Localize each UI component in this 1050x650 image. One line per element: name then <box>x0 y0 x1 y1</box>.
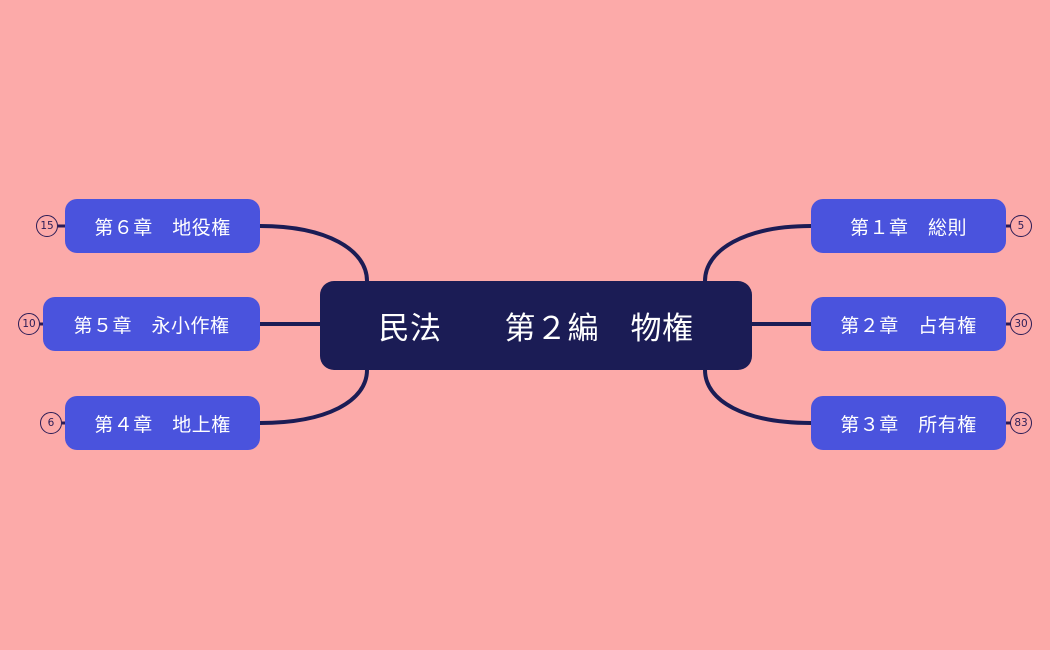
edge-central-to-right1 <box>703 224 813 283</box>
edge-central-to-left1 <box>258 224 369 283</box>
child-count-badge-left-3[interactable]: 6 <box>40 412 62 434</box>
child-count-badge-right-3[interactable]: 83 <box>1010 412 1032 434</box>
central-node[interactable]: 民法 第２編 物権 <box>320 281 752 370</box>
child-count-badge-right-2[interactable]: 30 <box>1010 313 1032 335</box>
branch-node-right-2[interactable]: 第２章 占有権 <box>811 297 1006 351</box>
branch-node-right-3[interactable]: 第３章 所有権 <box>811 396 1006 450</box>
edge-central-to-right3 <box>703 368 813 425</box>
child-count-badge-right-1[interactable]: 5 <box>1010 215 1032 237</box>
branch-node-right-1[interactable]: 第１章 総則 <box>811 199 1006 253</box>
branch-node-left-1[interactable]: 第６章 地役権 <box>65 199 260 253</box>
branch-node-left-2[interactable]: 第５章 永小作権 <box>43 297 260 351</box>
child-count-badge-left-2[interactable]: 10 <box>18 313 40 335</box>
branch-node-left-3[interactable]: 第４章 地上権 <box>65 396 260 450</box>
edge-central-to-left3 <box>258 368 369 425</box>
child-count-badge-left-1[interactable]: 15 <box>36 215 58 237</box>
